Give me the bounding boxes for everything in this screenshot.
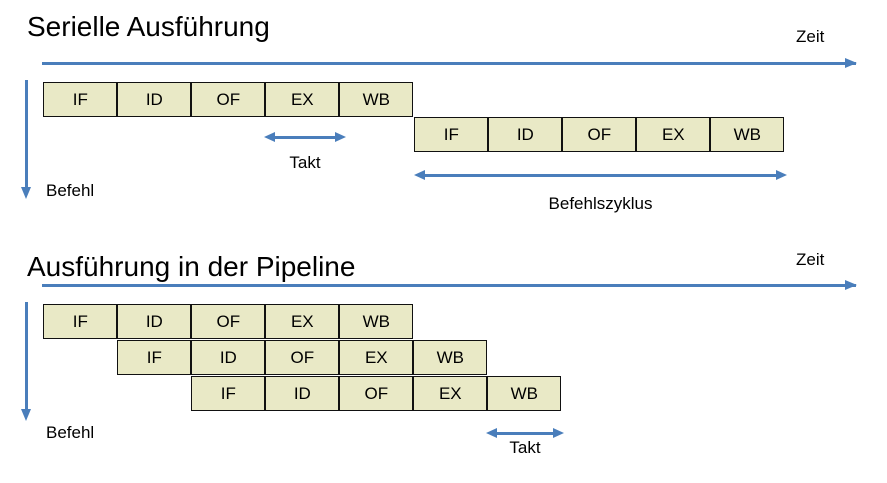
stage-cell-id: ID xyxy=(117,304,192,339)
panel-serial-execution: Serielle Ausführung Zeit Befehl IF ID OF… xyxy=(0,0,887,240)
measure-arrowhead-left-icon xyxy=(486,428,497,438)
measure-arrowhead-right-icon xyxy=(553,428,564,438)
instruction-axis-pipeline xyxy=(20,302,31,421)
stage-cell-wb: WB xyxy=(339,304,414,339)
stage-cell-if: IF xyxy=(414,117,489,152)
time-axis-shaft xyxy=(42,62,856,65)
measure-arrow-takt-pipeline xyxy=(486,428,564,438)
stage-cell-ex: EX xyxy=(636,117,711,152)
stage-cell-if: IF xyxy=(191,376,266,411)
time-axis-pipeline xyxy=(42,280,857,290)
measure-arrowhead-right-icon xyxy=(776,170,787,180)
stage-cell-of: OF xyxy=(562,117,637,152)
measure-label-takt-serial: Takt xyxy=(289,153,321,172)
stage-row: IF ID OF EX WB xyxy=(414,117,785,152)
stage-cell-id: ID xyxy=(117,82,192,117)
stage-cell-of: OF xyxy=(265,340,340,375)
instruction-axis-arrowhead-icon xyxy=(20,187,31,199)
stage-cell-id: ID xyxy=(488,117,563,152)
stage-cell-wb: WB xyxy=(487,376,562,411)
stage-cell-wb: WB xyxy=(413,340,488,375)
instruction-axis-arrowhead-icon xyxy=(20,409,31,421)
stage-cell-ex: EX xyxy=(265,304,340,339)
measure-shaft xyxy=(272,136,338,139)
instruction-axis-shaft xyxy=(25,80,28,188)
stage-cell-id: ID xyxy=(265,376,340,411)
measure-arrowhead-right-icon xyxy=(335,132,346,142)
stage-cell-if: IF xyxy=(43,304,118,339)
time-axis-label-serial: Zeit xyxy=(796,27,825,46)
stage-cell-of: OF xyxy=(191,304,266,339)
stage-cell-if: IF xyxy=(117,340,192,375)
panel-title-serial: Serielle Ausführung xyxy=(27,11,270,42)
instruction-axis-label-serial: Befehl xyxy=(46,181,95,200)
measure-shaft xyxy=(494,432,556,435)
measure-arrowhead-left-icon xyxy=(414,170,425,180)
instruction-axis-shaft xyxy=(25,302,28,410)
panel-title-pipeline: Ausführung in der Pipeline xyxy=(27,251,356,282)
stage-cell-of: OF xyxy=(339,376,414,411)
stage-row: IF ID OF EX WB xyxy=(43,82,414,117)
time-axis-arrowhead-icon xyxy=(845,280,857,290)
stage-row: IF ID OF EX WB xyxy=(191,376,562,411)
time-axis-shaft xyxy=(42,284,856,287)
stage-cell-ex: EX xyxy=(339,340,414,375)
measure-arrowhead-left-icon xyxy=(264,132,275,142)
stage-cell-wb: WB xyxy=(339,82,414,117)
stage-cell-wb: WB xyxy=(710,117,785,152)
measure-label-takt-pipeline: Takt xyxy=(509,438,541,457)
instruction-axis-serial xyxy=(20,80,31,199)
instruction-axis-label-pipeline: Befehl xyxy=(46,423,95,442)
stage-cell-ex: EX xyxy=(413,376,488,411)
stage-cell-ex: EX xyxy=(265,82,340,117)
stage-row: IF ID OF EX WB xyxy=(43,304,414,339)
measure-arrow-befehlszyklus xyxy=(414,170,787,180)
measure-label-befehlszyklus: Befehlszyklus xyxy=(548,194,653,213)
measure-shaft xyxy=(422,174,779,177)
stage-row: IF ID OF EX WB xyxy=(117,340,488,375)
stage-cell-if: IF xyxy=(43,82,118,117)
stage-cell-id: ID xyxy=(191,340,266,375)
time-axis-label-pipeline: Zeit xyxy=(796,250,825,269)
measure-arrow-takt-serial xyxy=(264,132,346,142)
time-axis-serial xyxy=(42,58,857,68)
panel-pipeline-execution: Ausführung in der Pipeline Zeit Befehl I… xyxy=(0,240,887,483)
time-axis-arrowhead-icon xyxy=(845,58,857,68)
stage-cell-of: OF xyxy=(191,82,266,117)
